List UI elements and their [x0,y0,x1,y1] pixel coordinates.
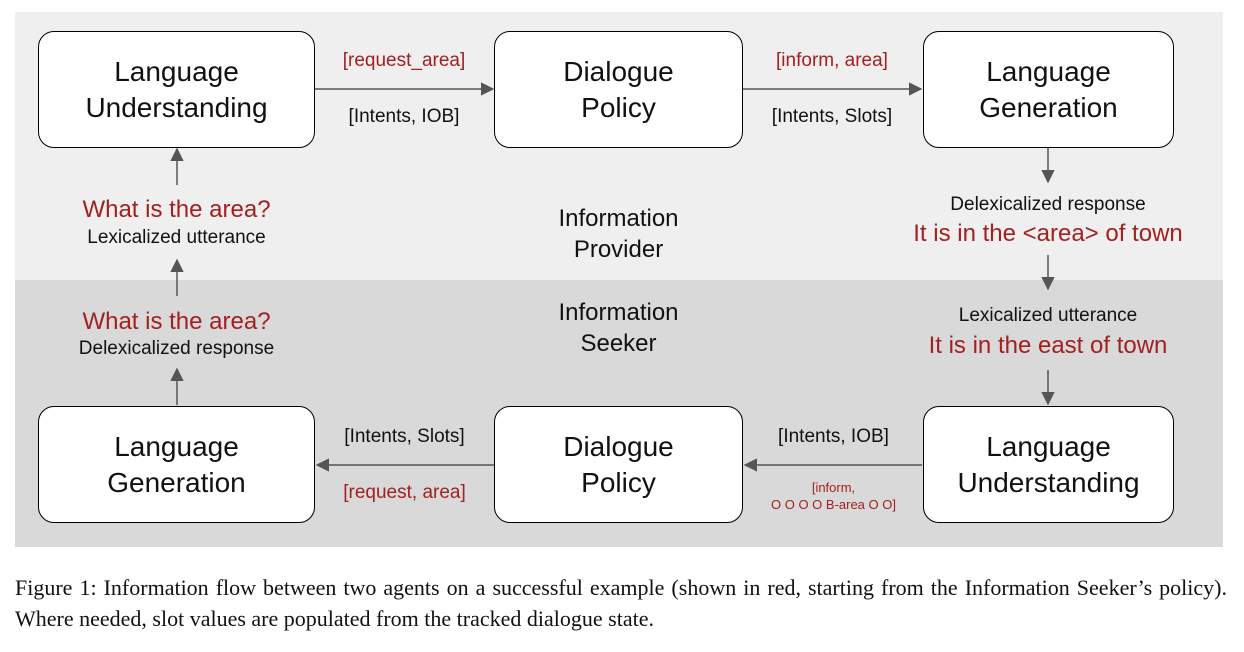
box-line: Policy [581,91,656,123]
box-line: Language [114,55,239,87]
iob-line: O O O O B-area O O] [771,497,896,512]
box-line: Dialogue [563,430,674,462]
edge-label: [Intents, Slots] [344,426,465,447]
box-line: Generation [107,466,246,498]
right-top-red-label: It is in the <area> of town [913,220,1183,247]
left-bottom-red-label: What is the area? [82,308,271,335]
box-line: Language [986,430,1111,462]
box-line: Dialogue [563,55,674,87]
region-line: Information [558,205,679,232]
region-line: Seeker [580,330,657,357]
provider-region-label: Information Provider [494,203,743,265]
box-line: Understanding [957,466,1140,498]
box-line: Language [114,430,239,462]
edge-label-red: [inform, area] [776,50,888,71]
box-line: Generation [979,91,1118,123]
box-line: Understanding [85,91,268,123]
left-top-red-label: What is the area? [82,196,271,223]
right-top-label: Delexicalized response [950,194,1146,215]
iob-line: [inform, [811,480,856,495]
box-line: Language [986,55,1111,87]
left-bottom-label: Delexicalized response [78,338,275,359]
figure-caption: Figure 1: Information flow between two a… [15,575,1227,631]
region-line: Information [558,299,679,326]
edge-label: [Intents, IOB] [348,106,460,127]
seeker-region-label: Information Seeker [494,297,743,359]
right-bottom-red-label: It is in the east of town [928,332,1168,359]
edge-label-red-iob: [inform, O O O O B-area O O] [745,479,922,513]
region-line: Provider [573,236,664,263]
box-line: Policy [581,466,656,498]
edge-label: [Intents, Slots] [771,106,893,127]
edge-label-red: [request_area] [342,50,466,71]
left-top-label: Lexicalized utterance [87,227,266,248]
right-bottom-label: Lexicalized utterance [958,305,1138,326]
edge-label: [Intents, IOB] [778,426,889,447]
edge-label-red: [request, area] [343,482,466,503]
